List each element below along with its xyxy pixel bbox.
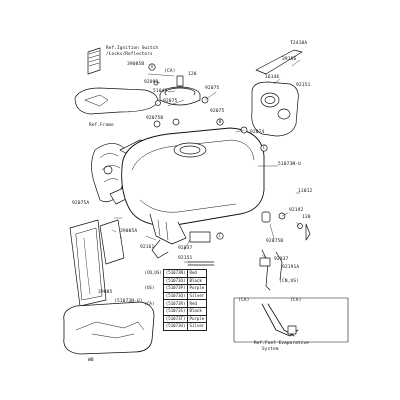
table-row: (51073T) Purple bbox=[143, 314, 207, 324]
callout-16146: 16146 bbox=[265, 75, 280, 80]
marker-c-second: C bbox=[218, 232, 222, 238]
callout-92192: 92192 bbox=[289, 208, 304, 213]
table-cell-part: (51073N) bbox=[163, 269, 188, 278]
leader-lines bbox=[111, 59, 301, 263]
table-cell-color: Silver bbox=[186, 291, 207, 301]
callout-92037-bottom: 92037 bbox=[178, 246, 193, 251]
callout-92093: 92093 bbox=[144, 80, 159, 85]
bolt-92151-bottom bbox=[187, 261, 215, 266]
wb-label: WB bbox=[88, 358, 94, 363]
tag-ca-evap: (CA) bbox=[238, 298, 250, 303]
fuel-evaporative-hose bbox=[233, 297, 349, 343]
callout-39156: 39156 bbox=[282, 57, 297, 62]
gasket-92075-mid bbox=[155, 100, 161, 106]
table-cell-region bbox=[143, 292, 165, 300]
table-cell-region bbox=[143, 307, 165, 316]
table-row: (51073U) Silver bbox=[143, 322, 207, 331]
ref-fuel-evaporative-system: System bbox=[262, 347, 279, 352]
ref-locks-reflectors: /Locks/Reflectors bbox=[106, 52, 153, 57]
callout-92075b-right: 92075B bbox=[266, 239, 284, 244]
table-cell-region: (CN,US) bbox=[143, 269, 165, 278]
figure-code: T2410A bbox=[290, 41, 308, 46]
inset-tank-emblem bbox=[63, 301, 155, 355]
table-cell-color: Red bbox=[186, 269, 207, 278]
callout-92151-top: 92151 bbox=[296, 83, 311, 88]
callout-39085b: 39085B bbox=[127, 62, 145, 67]
grommet-92075b-left bbox=[153, 120, 161, 128]
callout-92151-bottom: 92151 bbox=[178, 256, 193, 261]
table-cell-region bbox=[143, 277, 165, 285]
color-variant-table: (CN,US) (51073N) Red (51073O) Black (US)… bbox=[143, 269, 207, 331]
hose-92161 bbox=[151, 239, 169, 259]
callout-92075-mid: 92075 bbox=[163, 99, 178, 104]
callout-92037-right: 92037 bbox=[274, 257, 289, 262]
callout-39085: 39085 bbox=[98, 290, 113, 295]
callout-120: 120 bbox=[188, 72, 197, 77]
marker-circle-c2 bbox=[216, 232, 224, 240]
tag-ca-top: (CA) bbox=[164, 69, 176, 74]
marker-circle-b bbox=[216, 118, 224, 126]
callout-130: 130 bbox=[302, 215, 311, 220]
callout-51073n-u: 51073N-U bbox=[278, 162, 301, 167]
side-panel-39085 bbox=[69, 219, 107, 307]
table-cell-region bbox=[143, 315, 165, 323]
callout-92074: 92074 bbox=[250, 130, 265, 135]
table-row: (CA) (51073R) Red bbox=[143, 299, 207, 308]
marker-c: C bbox=[262, 144, 266, 150]
callout-51049: 51049 bbox=[153, 89, 168, 94]
fuel-cap-assembly bbox=[159, 75, 201, 106]
fuel-tank-body bbox=[121, 127, 265, 245]
table-cell-color: Red bbox=[186, 299, 207, 308]
tag-ca-right: (CA) bbox=[290, 298, 302, 303]
marker-circle-a bbox=[148, 63, 156, 71]
instrument-console bbox=[251, 81, 299, 137]
callout-92075-right: 92075 bbox=[210, 109, 225, 114]
trim-strip-39156 bbox=[255, 49, 303, 75]
ref-ignition-switch: Ref.Ignition Switch bbox=[106, 46, 159, 51]
table-cell-color: Purple bbox=[186, 314, 207, 324]
table-row: (US) (51073P) Purple bbox=[143, 284, 207, 293]
table-cell-color: Purple bbox=[186, 284, 207, 293]
table-cell-region: (CA) bbox=[143, 299, 165, 308]
callout-92075b-left: 92075B bbox=[146, 116, 164, 121]
table-row: (51073S) Black bbox=[143, 306, 207, 316]
marker-b: B bbox=[218, 118, 222, 124]
table-cell-part: (51073O) bbox=[163, 276, 188, 286]
callout-11012: 11012 bbox=[298, 189, 313, 194]
tag-cn-us: (CN,US) bbox=[279, 279, 300, 284]
callout-92075a: 92075A bbox=[72, 201, 90, 206]
table-row: (51073Q) Silver bbox=[143, 291, 207, 301]
callout-92191a: 92191A bbox=[282, 265, 300, 270]
table-row: (51073O) Black bbox=[143, 276, 207, 286]
table-cell-part: (51073P) bbox=[163, 284, 188, 293]
table-cell-region: (US) bbox=[143, 284, 165, 293]
table-cell-color: Silver bbox=[186, 322, 207, 331]
clamp-92037-bottom bbox=[189, 231, 211, 243]
ref-fuel-evaporative: Ref.Fuel Evaporative bbox=[254, 341, 309, 346]
table-row: (CN,US) (51073N) Red bbox=[143, 269, 207, 278]
side-pad-39085a bbox=[99, 219, 125, 265]
inset-part-number: (51073N-U) bbox=[114, 299, 143, 304]
table-cell-part: (51073S) bbox=[163, 306, 188, 316]
callout-92161: 92161 bbox=[140, 245, 155, 250]
table-cell-part: (51073Q) bbox=[163, 291, 188, 301]
ref-frame: Ref.Frame bbox=[89, 123, 114, 128]
frame-reference-icon bbox=[87, 47, 101, 75]
callout-92075-top: 92075 bbox=[205, 86, 220, 91]
table-cell-part: (51073T) bbox=[163, 314, 188, 324]
table-cell-part: (51073R) bbox=[163, 299, 188, 308]
table-cell-part: (51073U) bbox=[163, 322, 188, 331]
callout-39085a: 39085A bbox=[120, 229, 138, 234]
table-cell-color: Black bbox=[186, 306, 207, 316]
table-cell-color: Black bbox=[186, 276, 207, 286]
marker-circle-c1 bbox=[260, 144, 268, 152]
table-cell-region bbox=[143, 322, 165, 331]
marker-a: A bbox=[150, 63, 154, 69]
